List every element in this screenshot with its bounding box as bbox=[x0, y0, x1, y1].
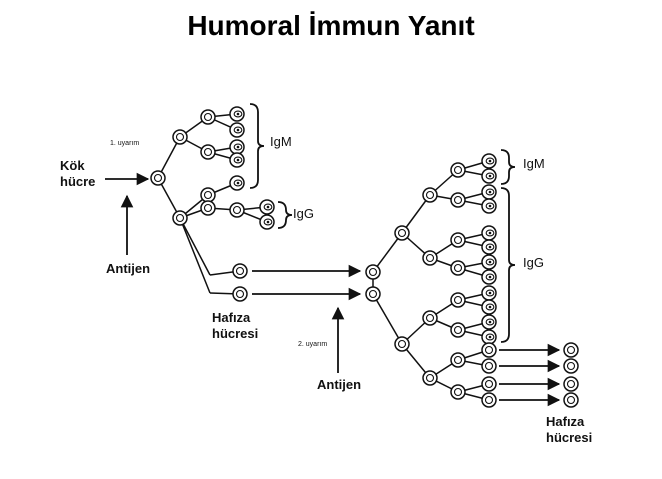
lineage-line bbox=[157, 136, 181, 179]
b-cell bbox=[563, 392, 579, 408]
plasma-cell bbox=[481, 198, 497, 214]
b-cell bbox=[450, 232, 466, 248]
plasma-cell bbox=[481, 314, 497, 330]
b-cell bbox=[200, 187, 216, 203]
brace bbox=[249, 103, 265, 189]
b-cell bbox=[394, 336, 410, 352]
braces bbox=[249, 103, 516, 343]
plasma-cell bbox=[481, 299, 497, 315]
lineage-line bbox=[372, 293, 403, 345]
plasma-cell bbox=[229, 139, 245, 155]
page-title: Humoral İmmun Yanıt bbox=[187, 10, 475, 41]
plasma-cell bbox=[259, 214, 275, 230]
b-cell bbox=[232, 263, 248, 279]
b-cell bbox=[450, 292, 466, 308]
stimulation-1-label: 1. uyarım bbox=[110, 140, 139, 147]
b-cell bbox=[450, 384, 466, 400]
plasma-cell bbox=[481, 184, 497, 200]
b-cell bbox=[481, 392, 497, 408]
plasma-cell bbox=[481, 329, 497, 345]
b-cell bbox=[450, 162, 466, 178]
b-cell bbox=[232, 286, 248, 302]
cells bbox=[150, 106, 579, 408]
b-cell bbox=[172, 129, 188, 145]
igm-1-label: IgM bbox=[270, 134, 292, 149]
plasma-cell bbox=[229, 152, 245, 168]
plasma-cell bbox=[259, 199, 275, 215]
b-cell bbox=[422, 370, 438, 386]
plasma-cell bbox=[229, 122, 245, 138]
plasma-cell bbox=[481, 153, 497, 169]
plasma-cell bbox=[481, 225, 497, 241]
b-cell bbox=[422, 187, 438, 203]
plasma-cell bbox=[229, 175, 245, 191]
b-cell bbox=[481, 376, 497, 392]
igg-2-label: IgG bbox=[523, 255, 544, 270]
lineage-line bbox=[179, 217, 211, 276]
memory-cell-1-label-line2: hücresi bbox=[212, 326, 258, 341]
lineage-line bbox=[372, 232, 403, 273]
b-cell bbox=[422, 310, 438, 326]
brace bbox=[277, 201, 293, 229]
plasma-cell bbox=[481, 285, 497, 301]
b-cell bbox=[450, 192, 466, 208]
igm-2-label: IgM bbox=[523, 156, 545, 171]
memory-cell-1-label-line1: Hafıza bbox=[212, 310, 251, 325]
stimulation-2-label: 2. uyarım bbox=[298, 341, 327, 348]
b-cell bbox=[229, 202, 245, 218]
memory-cell-2-label-line2: hücresi bbox=[546, 430, 592, 445]
b-cell bbox=[450, 352, 466, 368]
b-cell bbox=[200, 200, 216, 216]
b-cell bbox=[200, 109, 216, 125]
igg-1-label: IgG bbox=[293, 206, 314, 221]
memory-cell-2-label-line1: Hafıza bbox=[546, 414, 585, 429]
plasma-cell bbox=[229, 106, 245, 122]
b-cell bbox=[563, 342, 579, 358]
b-cell bbox=[481, 342, 497, 358]
b-cell bbox=[172, 210, 188, 226]
plasma-cell bbox=[481, 239, 497, 255]
b-cell bbox=[563, 376, 579, 392]
antigen-1-label: Antijen bbox=[106, 261, 150, 276]
stem-cell-label-line2: hücre bbox=[60, 174, 95, 189]
lineage-line bbox=[179, 217, 211, 294]
stem-cell-label-line1: Kök bbox=[60, 158, 85, 173]
b-cell bbox=[365, 264, 381, 280]
plasma-cell bbox=[481, 254, 497, 270]
arrows bbox=[105, 172, 561, 407]
b-cell bbox=[563, 358, 579, 374]
plasma-cell bbox=[481, 168, 497, 184]
plasma-cell bbox=[481, 269, 497, 285]
lineage-line bbox=[401, 194, 431, 234]
b-cell bbox=[481, 358, 497, 374]
b-cell bbox=[450, 260, 466, 276]
antigen-2-label: Antijen bbox=[317, 377, 361, 392]
b-cell bbox=[365, 286, 381, 302]
brace bbox=[500, 149, 516, 185]
b-cell bbox=[150, 170, 166, 186]
b-cell bbox=[422, 250, 438, 266]
b-cell bbox=[450, 322, 466, 338]
brace bbox=[500, 187, 516, 343]
b-cell bbox=[394, 225, 410, 241]
b-cell bbox=[200, 144, 216, 160]
